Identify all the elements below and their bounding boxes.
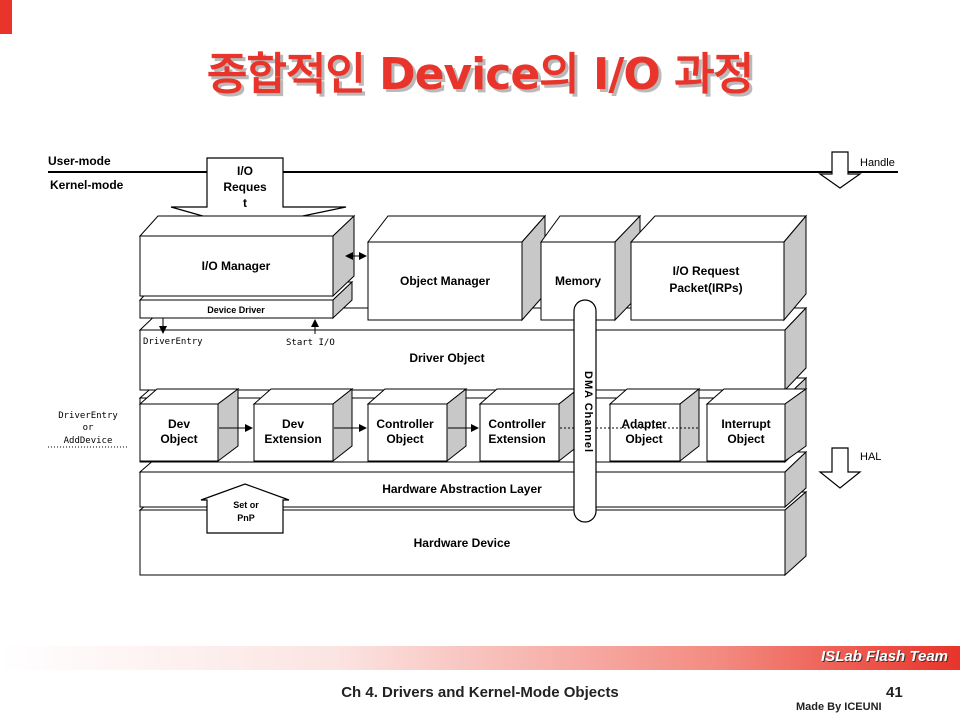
corner-accent (0, 0, 12, 34)
controller-extension-box (478, 387, 580, 463)
controller-extension-label-2: Extension (488, 432, 545, 446)
set-or-pnp-label-2: PnP (237, 513, 255, 523)
footer-gradient-bar (0, 646, 960, 670)
controller-extension-label-1: Controller (488, 417, 546, 431)
io-request-text-3: t (243, 196, 247, 210)
dev-extension-box (252, 387, 354, 463)
set-or-pnp-arrow (200, 483, 290, 534)
irp-label-2: Packet(IRPs) (669, 281, 742, 295)
controller-object-label-2: Object (386, 432, 423, 446)
user-mode-label: User-mode (48, 154, 111, 168)
dev-extension-label-2: Extension (264, 432, 321, 446)
side-annotation-3: AddDevice (64, 436, 113, 446)
controller-object-label-1: Controller (376, 417, 434, 431)
dev-object-label-2: Object (160, 432, 197, 446)
io-request-text-2: Reques (223, 180, 267, 194)
dma-channel-bar (573, 299, 597, 523)
side-annotation-2: or (83, 423, 94, 433)
memory-label: Memory (555, 274, 601, 288)
irp-label-1: I/O Request (673, 264, 740, 278)
chapter-title: Ch 4. Drivers and Kernel-Mode Objects (341, 684, 619, 701)
dma-channel-label: DMA Channel (582, 371, 594, 453)
side-annotation-1: DriverEntry (58, 411, 118, 421)
adapter-object-box (608, 387, 701, 463)
interrupt-object-label-1: Interrupt (721, 417, 770, 431)
io-request-text-1: I/O (237, 164, 253, 178)
kernel-mode-label: Kernel-mode (50, 178, 124, 192)
start-io-label: Start I/O (286, 338, 335, 348)
slide-title: 종합적인 Device의 I/O 과정 (206, 49, 754, 100)
handle-arrow (818, 151, 862, 189)
object-manager-label: Object Manager (400, 274, 490, 288)
dev-object-box (138, 388, 240, 462)
io-manager-label: I/O Manager (202, 259, 271, 273)
interrupt-object-box (705, 388, 808, 462)
device-driver-label: Device Driver (207, 305, 265, 315)
hal-layer-label: Hardware Abstraction Layer (382, 482, 542, 496)
made-by-credit: Made By ICEUNI (796, 701, 882, 713)
interrupt-object-label-2: Object (727, 432, 764, 446)
hal-right-label: HAL (860, 451, 881, 463)
page-number: 41 (886, 684, 903, 701)
handle-label: Handle (860, 157, 895, 169)
io-manager-box (138, 214, 356, 298)
adapter-object-label-1: Adapter (621, 417, 667, 431)
hardware-device-label: Hardware Device (414, 536, 511, 550)
object-manager-box (366, 214, 547, 322)
driver-object-label: Driver Object (409, 351, 484, 365)
driver-entry-label: DriverEntry (143, 337, 203, 347)
adapter-object-label-2: Object (625, 432, 662, 446)
dev-object-label-1: Dev (168, 417, 190, 431)
controller-object-box (366, 387, 468, 463)
hal-arrow (818, 447, 862, 489)
set-or-pnp-label-1: Set or (233, 500, 259, 510)
team-label: ISLab Flash Team (821, 648, 948, 665)
object-row-band (138, 376, 808, 464)
dev-extension-label-1: Dev (282, 417, 304, 431)
irp-box (629, 214, 808, 322)
